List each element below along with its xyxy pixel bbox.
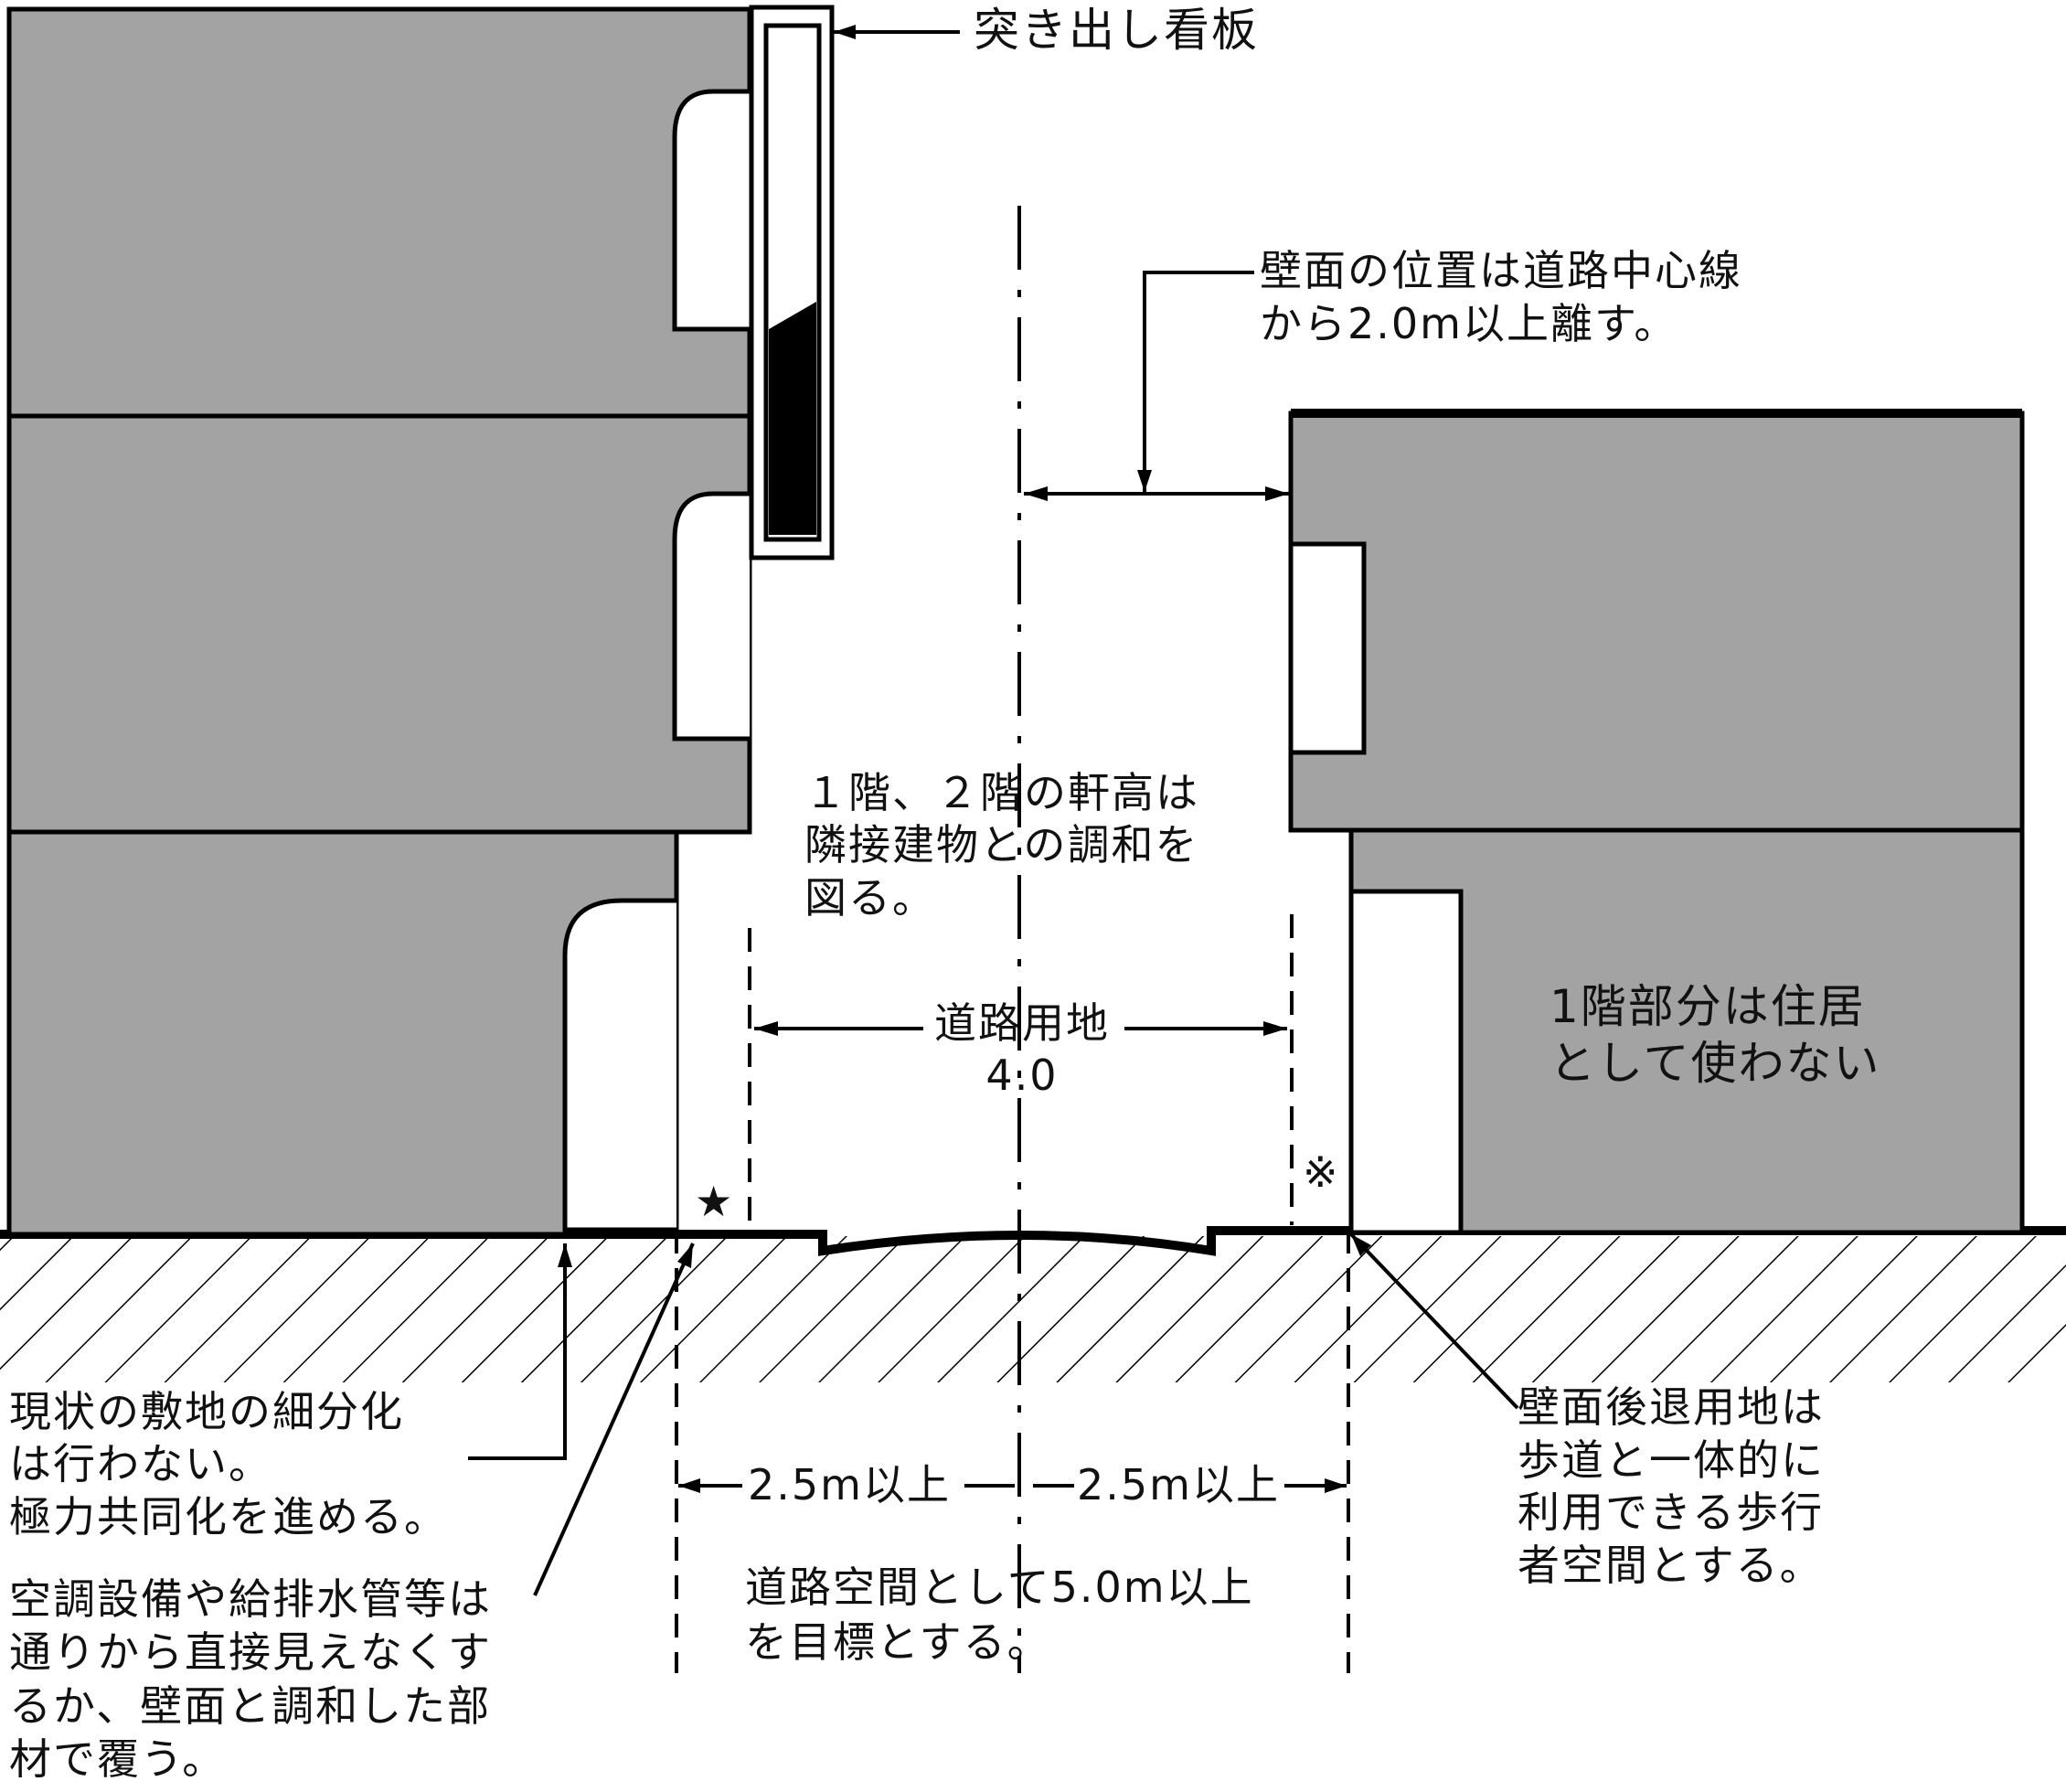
equipment-leader xyxy=(533,1243,695,1596)
first-floor-note: 1階部分は住居 として使わない xyxy=(1550,980,1881,1090)
svg-text:現状の敷地の細分化: 現状の敷地の細分化 xyxy=(9,1387,404,1436)
svg-text:歩道と一体的に: 歩道と一体的に xyxy=(1518,1435,1825,1485)
sign-leader-arrow xyxy=(834,25,856,39)
svg-text:利用できる歩行: 利用できる歩行 xyxy=(1518,1488,1824,1537)
left-setback-label: 2.5m以上 xyxy=(748,1460,951,1509)
equipment-note: 空調設備や給排水管等は 通りから直接見えなくす るか、壁面と調和した部 材で覆う… xyxy=(9,1574,492,1784)
right-setback-label: 2.5m以上 xyxy=(1077,1460,1280,1509)
road-width-value: 4.0 xyxy=(985,1051,1058,1100)
svg-text:から2.0m以上離す。: から2.0m以上離す。 xyxy=(1260,299,1677,348)
ground-hatch xyxy=(0,1236,2066,1382)
right-entrance xyxy=(1348,889,1464,1235)
svg-text:1階部分は住居: 1階部分は住居 xyxy=(1550,980,1866,1033)
sign-label: 突き出し看板 xyxy=(974,4,1259,57)
svg-text:道路空間として5.0m以上: 道路空間として5.0m以上 xyxy=(745,1563,1254,1612)
left-building-floor-2 xyxy=(6,413,752,835)
projecting-sign xyxy=(749,5,835,560)
svg-text:を目標とする。: を目標とする。 xyxy=(745,1617,1051,1667)
svg-text:は行わない。: は行わない。 xyxy=(9,1439,272,1488)
reference-mark: ※ xyxy=(1303,1147,1340,1197)
svg-text:極力共同化を進める。: 極力共同化を進める。 xyxy=(9,1492,448,1541)
svg-text:隣接建物との調和を: 隣接建物との調和を xyxy=(804,820,1199,869)
svg-text:るか、壁面と調和した部: るか、壁面と調和した部 xyxy=(9,1681,491,1731)
road-land-label: 道路用地 xyxy=(934,998,1110,1048)
setback-dimensions xyxy=(678,1478,1347,1493)
wall-distance-dimension xyxy=(1024,271,1289,501)
svg-text:壁面後退用地は: 壁面後退用地は xyxy=(1518,1382,1825,1432)
right-window-upper xyxy=(1288,541,1367,755)
road-land-dimension xyxy=(754,1021,1287,1036)
svg-text:１階、２階の軒高は: １階、２階の軒高は xyxy=(804,768,1199,817)
svg-text:通りから直接見えなくす: 通りから直接見えなくす xyxy=(9,1627,492,1677)
svg-text:者空間とする。: 者空間とする。 xyxy=(1518,1541,1824,1590)
svg-text:材で覆う。: 材で覆う。 xyxy=(9,1734,226,1784)
lot-leader xyxy=(468,1243,572,1460)
svg-text:壁面の位置は道路中心線: 壁面の位置は道路中心線 xyxy=(1260,246,1742,295)
left-building-floor-3 xyxy=(6,6,752,419)
goal-note: 道路空間として5.0m以上 を目標とする。 xyxy=(745,1563,1254,1667)
left-window-middle xyxy=(672,491,750,741)
wall-position-note: 壁面の位置は道路中心線 から2.0m以上離す。 xyxy=(1260,246,1742,348)
eaves-note: １階、２階の軒高は 隣接建物との調和を 図る。 xyxy=(804,768,1199,923)
left-window-upper xyxy=(672,89,750,332)
left-entrance xyxy=(562,898,676,1232)
right-building-floor-2 xyxy=(1288,411,2025,833)
setback-note: 壁面後退用地は 歩道と一体的に 利用できる歩行 者空間とする。 xyxy=(1518,1382,1825,1590)
right-building xyxy=(1288,411,2025,1235)
setback-leader xyxy=(1349,1232,1519,1410)
left-building xyxy=(6,6,752,1237)
svg-text:として使わない: として使わない xyxy=(1550,1037,1881,1090)
svg-text:空調設備や給排水管等は: 空調設備や給排水管等は xyxy=(9,1574,492,1624)
star-mark: ★ xyxy=(695,1177,734,1226)
svg-text:図る。: 図る。 xyxy=(804,873,936,923)
lot-note: 現状の敷地の細分化 は行わない。 極力共同化を進める。 xyxy=(9,1387,448,1541)
